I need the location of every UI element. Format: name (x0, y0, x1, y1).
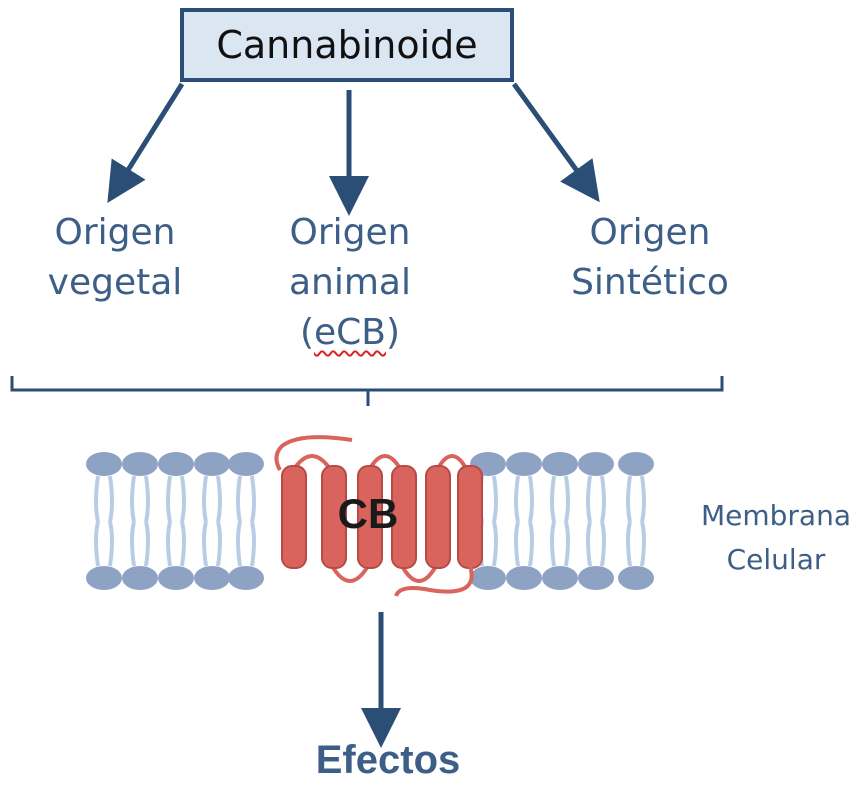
receptor-n-terminus (274, 435, 353, 471)
lipid-head (578, 452, 614, 476)
lipid-head (194, 452, 230, 476)
receptor-helix (391, 465, 417, 569)
lipid-tail (550, 475, 556, 523)
lipid-head (506, 452, 542, 476)
receptor-helix (425, 465, 451, 569)
effects-label: Efectos (315, 738, 461, 782)
receptor-helix (457, 465, 483, 569)
origin-animal-line1: Origen (289, 212, 411, 253)
lipid-head (158, 452, 194, 476)
lipid-tail (250, 521, 256, 567)
paren-open: ( (299, 312, 314, 353)
lipid-tail (586, 475, 592, 523)
lipid-tail (600, 475, 606, 523)
lipid-head (228, 566, 264, 590)
lipid-tail (492, 475, 498, 523)
lipid-tail (180, 521, 186, 567)
receptor-helix (321, 465, 347, 569)
lipid-head (194, 566, 230, 590)
lipid-tail (216, 475, 222, 523)
lipid-tail (600, 521, 606, 567)
lipid-tail (166, 521, 172, 567)
receptor-loop (400, 564, 438, 583)
cannabinoid-label: Cannabinoide (216, 23, 478, 67)
origin-vegetal-line2: vegetal (47, 262, 183, 303)
origin-vegetal: Origen vegetal (40, 208, 190, 308)
lipid-tail (108, 521, 114, 567)
lipid-head (86, 566, 122, 590)
lipid-tail (144, 475, 150, 523)
curly-brace (10, 376, 724, 406)
receptor-label: CB (338, 490, 399, 537)
lipid-tail (236, 475, 242, 523)
origin-synthetic-line1: Origen (589, 212, 711, 253)
lipid-head (228, 452, 264, 476)
lipid-tail (144, 521, 150, 567)
lipid-tail (108, 475, 114, 523)
lipid-tail (564, 521, 570, 567)
cb-receptor: CB (274, 435, 483, 597)
lipid-tail (166, 475, 172, 523)
origin-animal: Origen animal (eCB) (270, 208, 430, 358)
lipid-tail (626, 521, 632, 567)
lipid-tail (514, 521, 520, 567)
lipid-tail (528, 521, 534, 567)
lipid-head (618, 452, 654, 476)
membrane-label: Membrana Celular (688, 494, 864, 582)
receptor-helix (281, 465, 307, 569)
lipid-head (618, 566, 654, 590)
lipid-tail (94, 521, 100, 567)
lipid-head (542, 566, 578, 590)
lipid-tail (236, 521, 242, 567)
lipid-tail (216, 521, 222, 567)
cannabinoid-box: Cannabinoide (180, 8, 514, 82)
lipid-head (506, 566, 542, 590)
lipid-tail (640, 475, 646, 523)
lipid-tail (130, 521, 136, 567)
lipid-head (470, 566, 506, 590)
lipid-head (158, 566, 194, 590)
origin-synthetic: Origen Sintético (560, 208, 740, 308)
origin-synthetic-line2: Sintético (571, 262, 729, 303)
origin-vegetal-line1: Origen (54, 212, 176, 253)
arrow-to-vegetal (107, 82, 185, 203)
lipid-head (542, 452, 578, 476)
lipid-tail (202, 521, 208, 567)
membrane-label-line2: Celular (726, 543, 826, 576)
lipid-head (578, 566, 614, 590)
lipid-tail (564, 475, 570, 523)
lipid-tail (94, 475, 100, 523)
lipid-tail (626, 475, 632, 523)
origin-animal-line3: (eCB) (270, 308, 430, 358)
ecb-abbreviation: eCB (314, 312, 386, 353)
lipid-tail (514, 475, 520, 523)
lipid-tail (492, 521, 498, 567)
arrow-to-synthetic (511, 82, 600, 203)
lipid-tail (640, 521, 646, 567)
lipid-tail (586, 521, 592, 567)
lipid-tail (130, 475, 136, 523)
lipid-head (122, 452, 158, 476)
origin-animal-line2: animal (288, 262, 411, 303)
lipid-tail (180, 475, 186, 523)
paren-close: ) (385, 312, 401, 353)
receptor-helix (357, 465, 383, 569)
membrane-label-line1: Membrana (700, 499, 851, 532)
lipid-tail (202, 475, 208, 523)
lipid-tail (528, 475, 534, 523)
lipid-head (122, 566, 158, 590)
receptor-c-terminus (394, 565, 474, 597)
lipid-head (86, 452, 122, 476)
lipid-tail (250, 475, 256, 523)
receptor-loop (330, 564, 370, 583)
lipid-tail (550, 521, 556, 567)
